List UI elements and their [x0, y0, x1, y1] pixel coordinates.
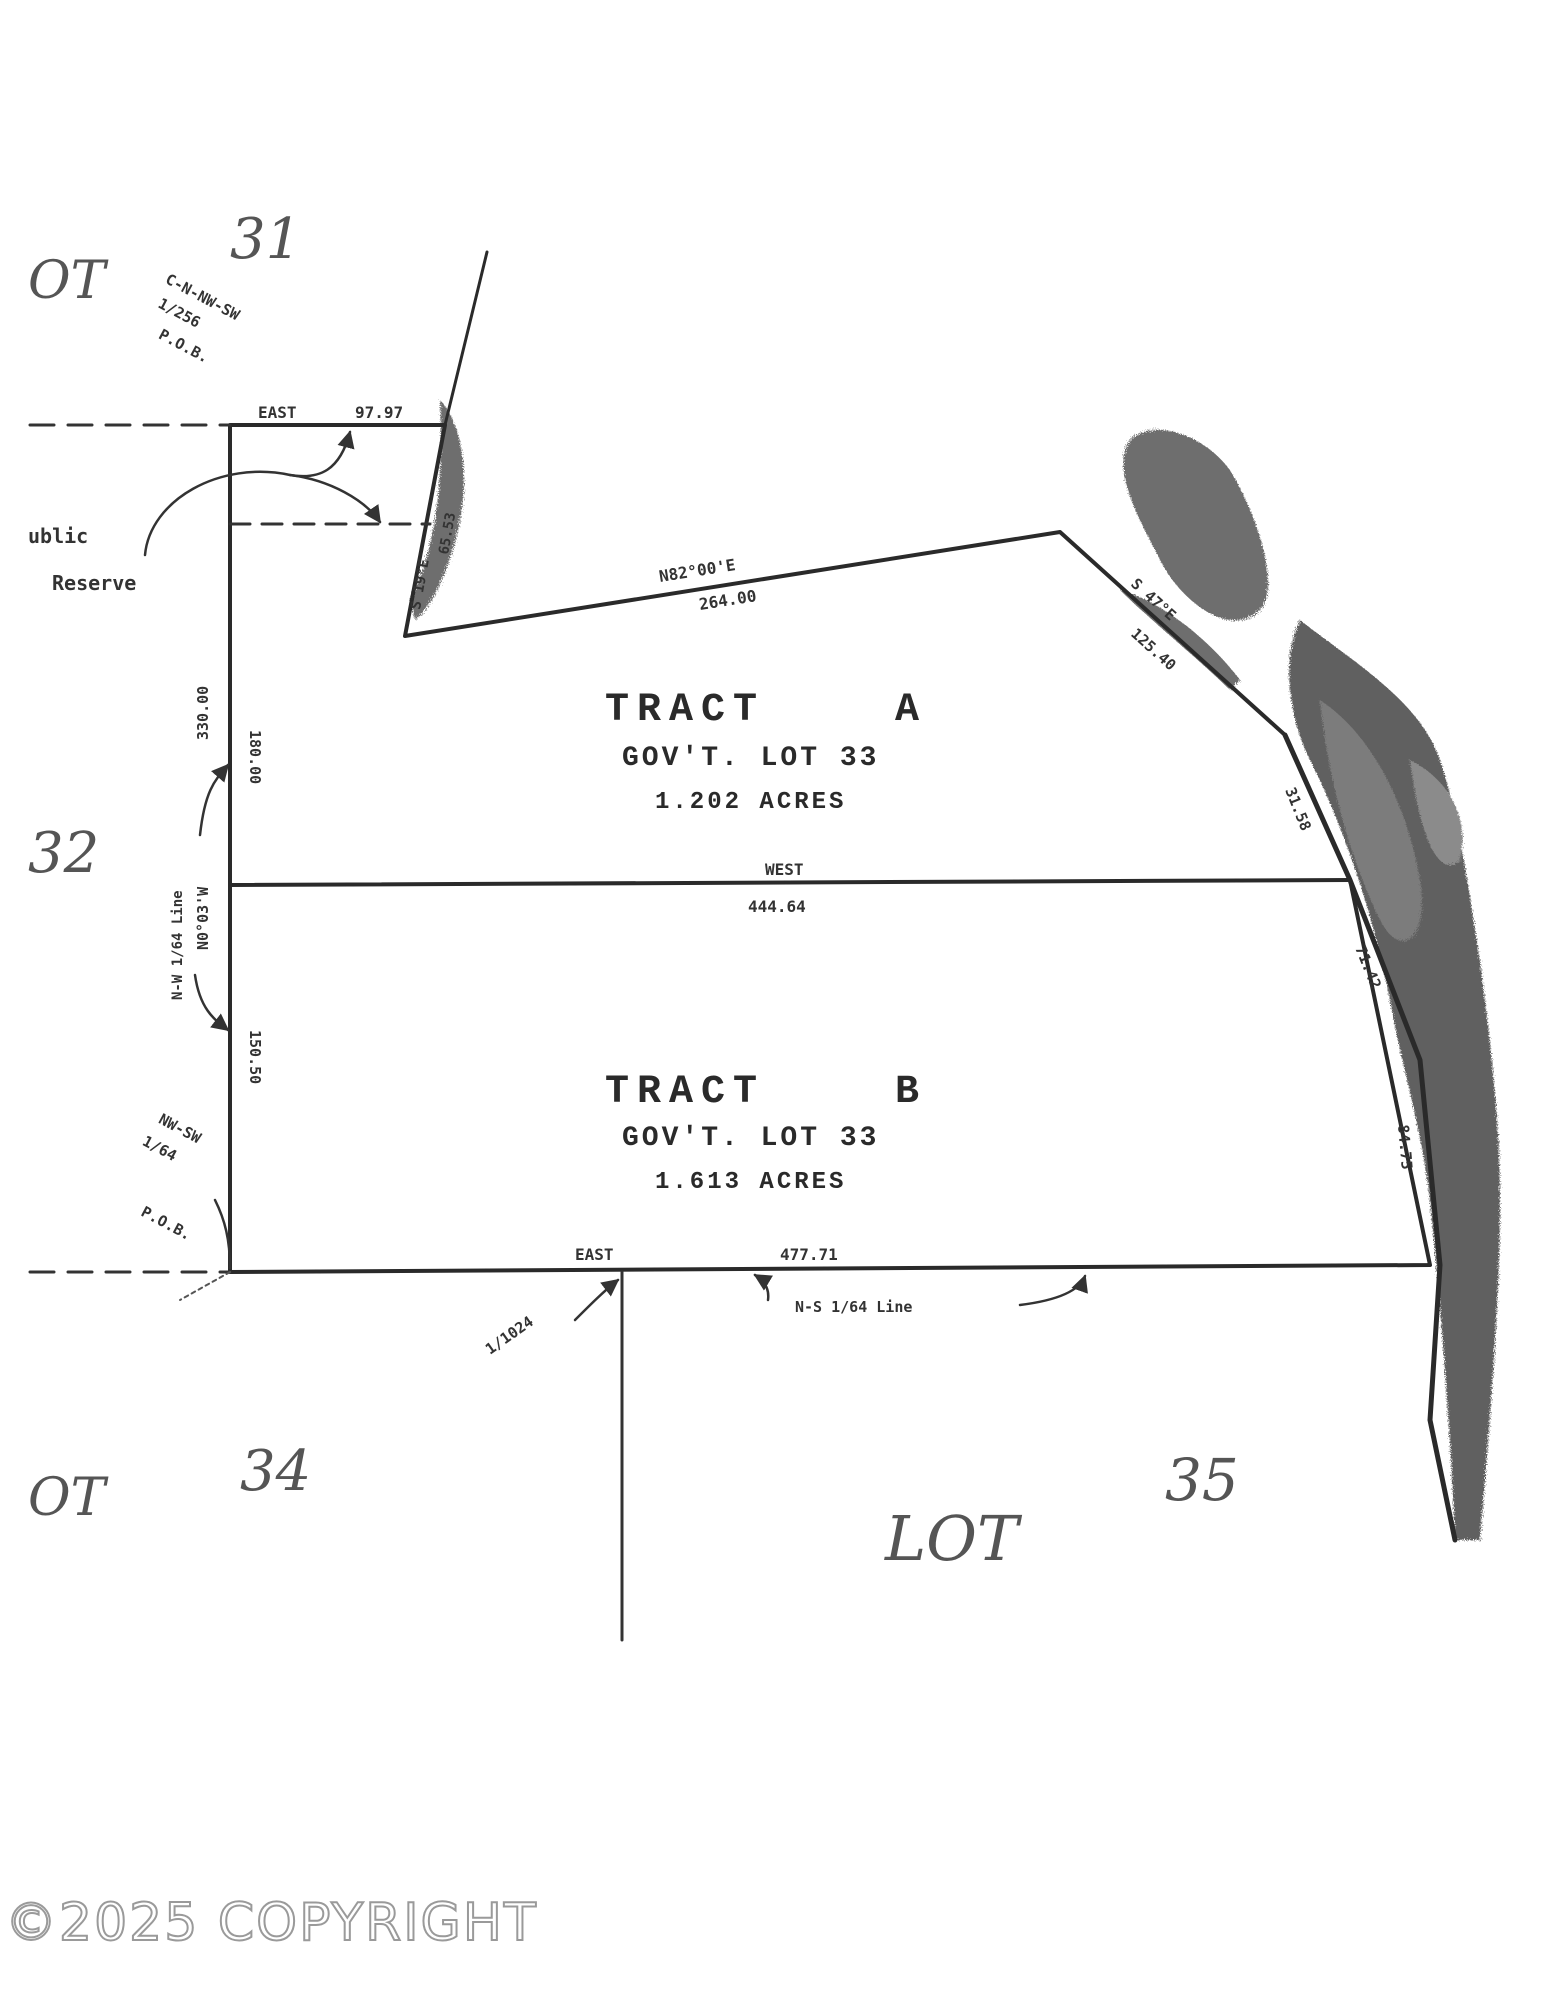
west-bearing: WEST — [765, 860, 804, 879]
shoreline-shading — [410, 400, 1500, 1540]
copyright-watermark: ©2025 COPYRIGHT — [5, 1893, 538, 1953]
tract-b-lot: GOV'T. LOT 33 — [622, 1123, 879, 1154]
public-reserve-label-1: ublic — [28, 524, 88, 548]
west-bearing-line: N0°03'W — [194, 886, 212, 950]
n-s-64-leader-right — [1018, 1274, 1088, 1307]
tract-a-acres: 1.202 ACRES — [655, 789, 846, 816]
west-lower-distance: 150.50 — [246, 1030, 264, 1084]
n-s-64-line-label: N-S 1/64 Line — [795, 1298, 912, 1316]
lot34-number-label: 34 — [240, 1439, 311, 1504]
tract-a-lot: GOV'T. LOT 33 — [622, 743, 879, 774]
tract-b-title-word: TRACT — [605, 1070, 765, 1115]
west-distance: 444.64 — [748, 897, 806, 916]
east-segment-3: 84.75 — [1394, 1124, 1416, 1171]
lot35-word-label: LOT — [884, 1502, 1023, 1575]
lot35-number-label: 35 — [1165, 1446, 1239, 1514]
north-distance: 97.97 — [355, 403, 403, 422]
west-64-leader-lower — [193, 973, 230, 1032]
tract-b-title-letter: B — [895, 1070, 919, 1115]
west-64-leader — [198, 763, 230, 837]
reserve-leader-arrow — [143, 430, 355, 557]
tract-b-acres: 1.613 ACRES — [655, 1169, 846, 1196]
south-east-bearing: EAST — [575, 1245, 614, 1264]
tract-division-line — [228, 878, 1352, 887]
south-corner-label-3: P.O.B. — [138, 1203, 194, 1244]
public-reserve-label-2: Reserve — [52, 571, 136, 595]
lot32-number-label: 32 — [28, 821, 99, 886]
north-corner-label-3: P.O.B. — [156, 325, 212, 366]
west-64-line-label: N-W 1/64 Line — [170, 890, 186, 1000]
corner-tick — [179, 1271, 231, 1301]
north-east-bearing: EAST — [258, 403, 297, 422]
west-upper-distance: 180.00 — [246, 730, 264, 784]
lot34-partial-label: OT — [28, 1468, 109, 1528]
south-distance: 477.71 — [780, 1245, 838, 1264]
n-s-64-leader-left — [753, 1273, 774, 1302]
lot31-number-label: 31 — [230, 207, 301, 272]
notch-distance: 65.53 — [436, 511, 459, 555]
south-1024-leader — [573, 1278, 620, 1322]
corner-pob-leader — [213, 1198, 232, 1270]
tract-a-title-letter: A — [895, 688, 919, 733]
ne-distance: 264.00 — [698, 586, 758, 614]
ne-bearing: N82°00'E — [658, 555, 737, 586]
reserve-leader-arrow-2 — [288, 473, 382, 524]
tract-boundary — [228, 423, 1432, 1274]
west-total-distance: 330.00 — [194, 686, 212, 740]
notch-east-line — [443, 250, 489, 427]
tract-a-title-word: TRACT — [605, 688, 765, 733]
lot31-partial-label: OT — [28, 251, 109, 311]
south-corner-label-2: 1/64 — [139, 1132, 179, 1165]
south-1024-label: 1/1024 — [482, 1312, 537, 1358]
